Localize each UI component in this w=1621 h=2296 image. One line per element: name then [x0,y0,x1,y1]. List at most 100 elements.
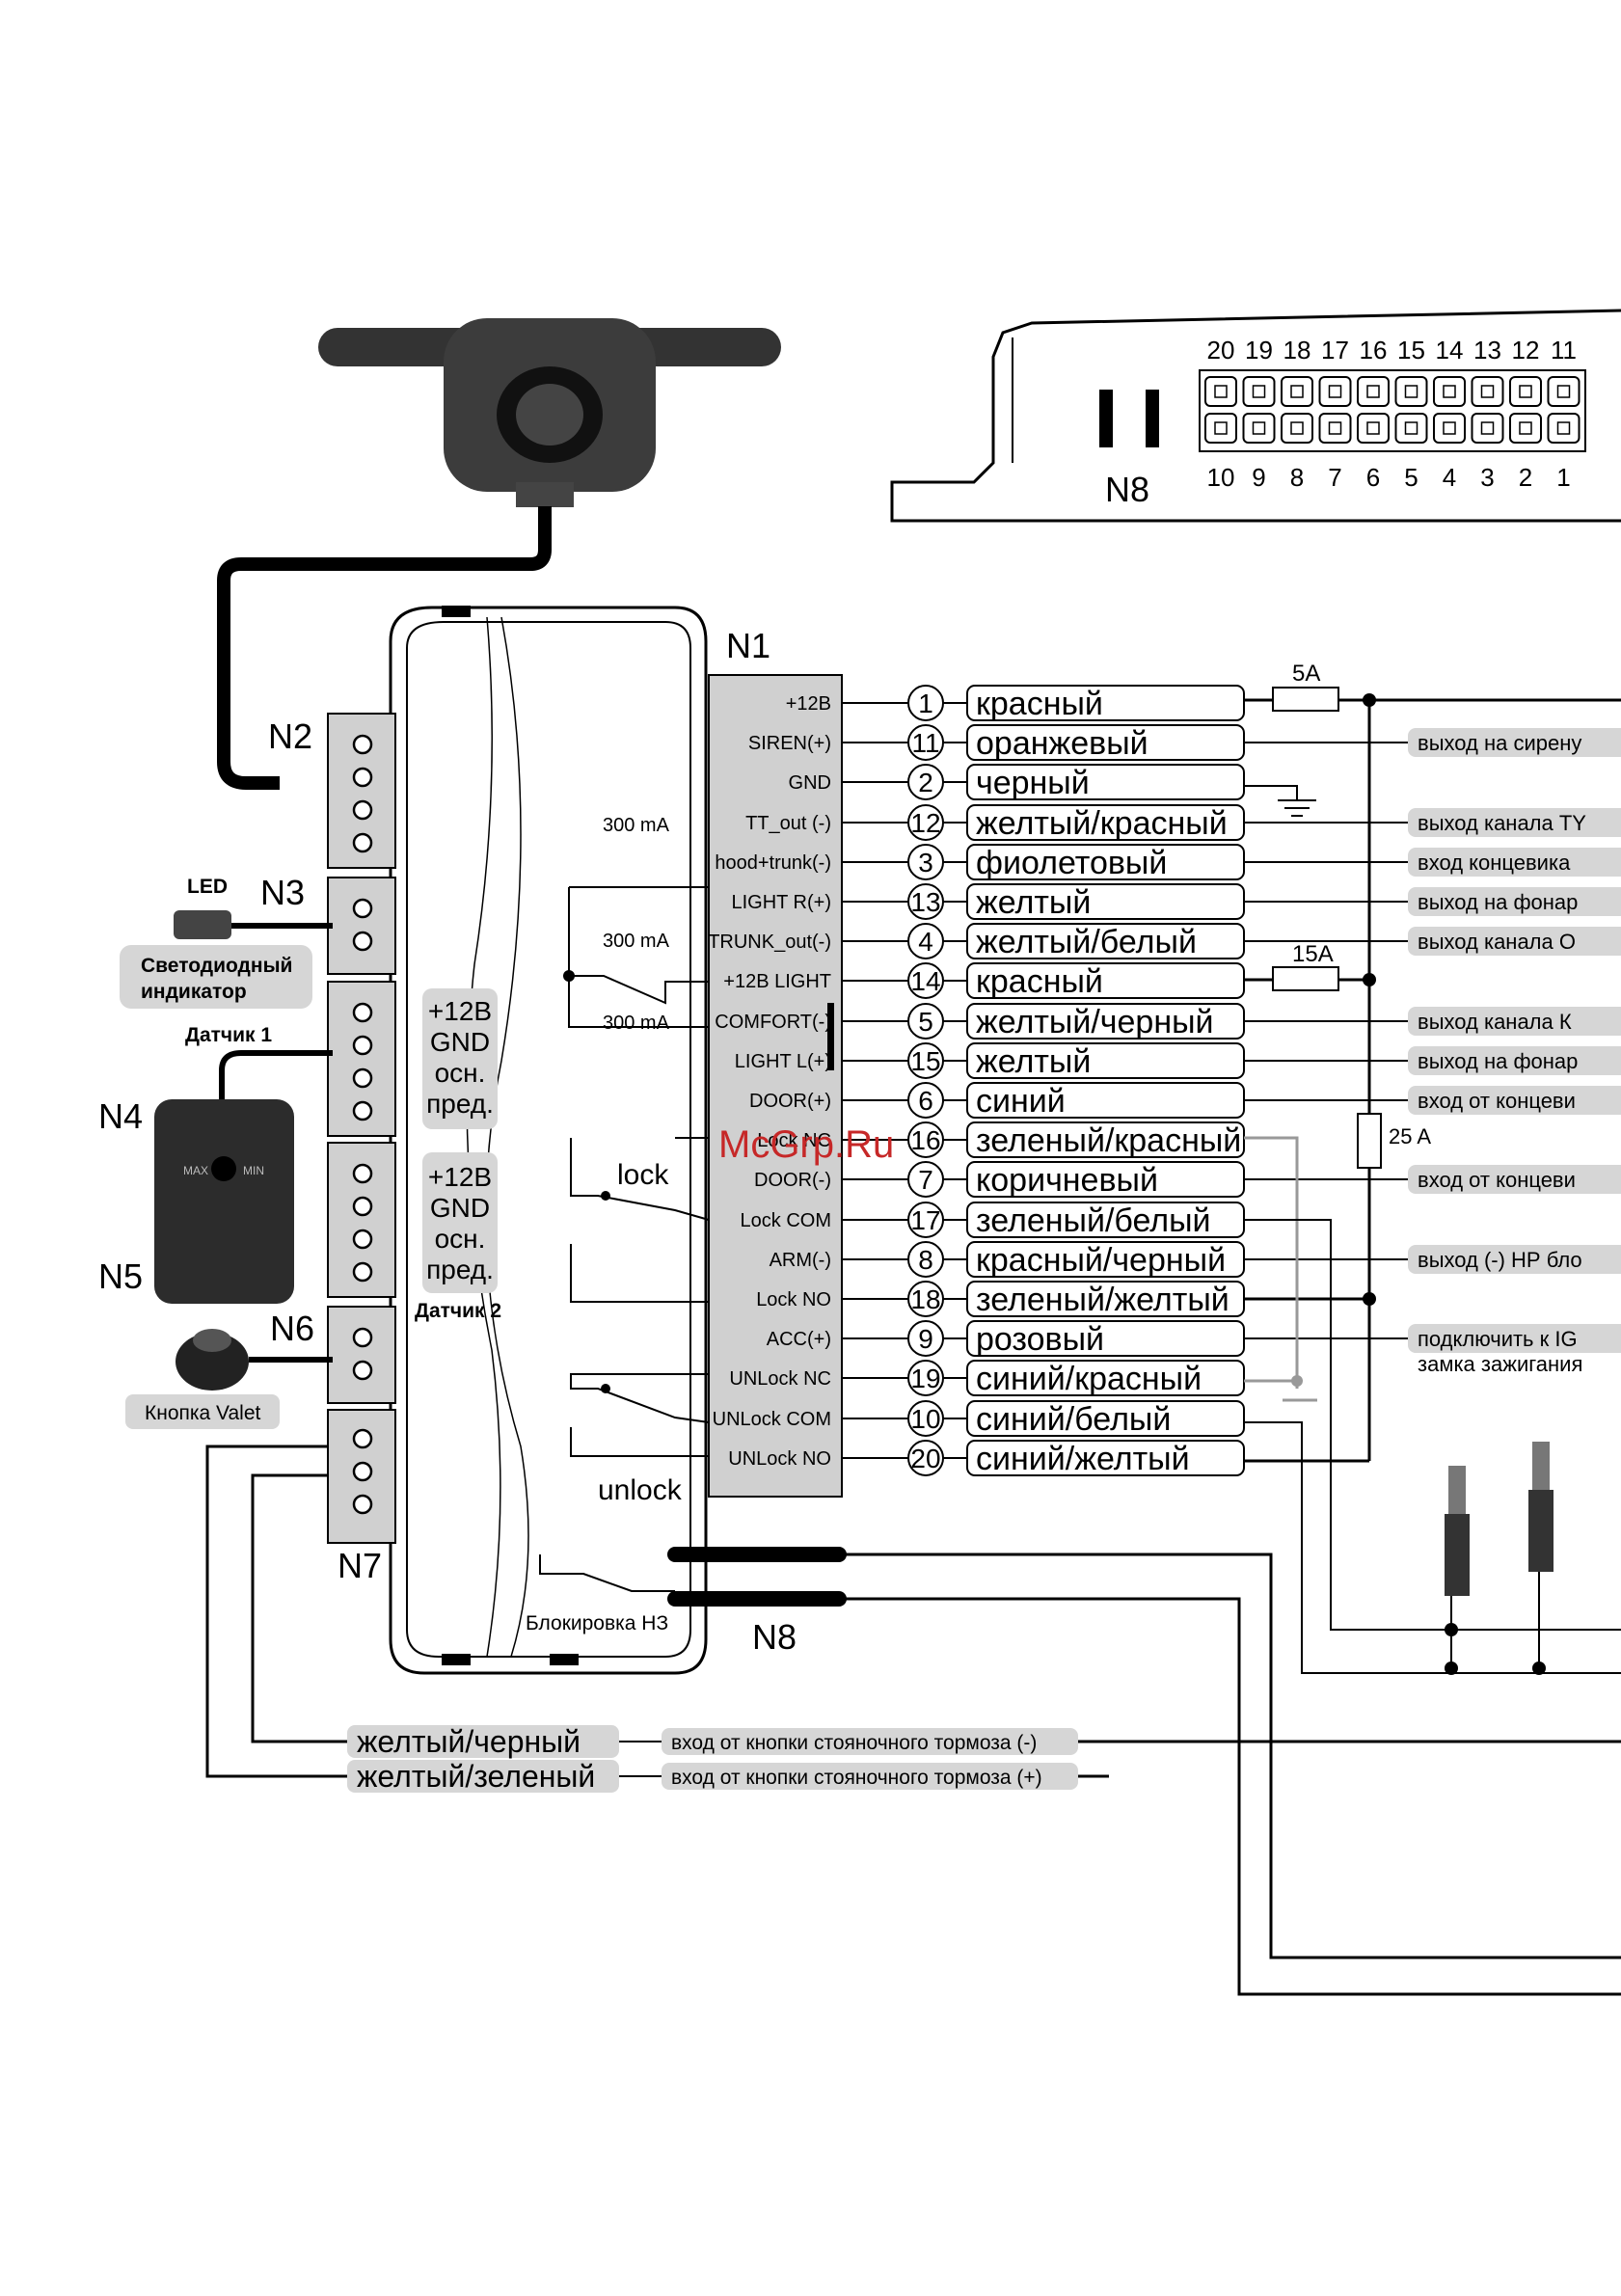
parking-wire-color: желтый/черный [357,1724,581,1759]
sensor-knob-min: MIN [243,1164,264,1177]
sensor-pin-label: осн. [435,1058,486,1088]
n8-bottom-pin-number: 4 [1443,463,1456,492]
wire-color: красный [976,686,1103,722]
n8-bottom-pin-number: 10 [1207,463,1235,492]
n8-pin-socket [1328,385,1342,398]
comfort-bracket [827,1003,834,1070]
parking-wire-description: вход от кнопки стояночного тормоза (-) [671,1732,1037,1754]
wire-color: желтый/черный [976,1004,1214,1040]
desc-box [1408,1086,1621,1115]
gray-ground [1244,1136,1317,1402]
n8-pin-socket [1519,421,1532,435]
wire-description: подключить к IG [1418,1327,1578,1351]
connector-hole [352,832,373,853]
connector-hole [352,1261,373,1283]
fuse-5a [1272,687,1339,712]
n7-label: N7 [338,1546,382,1585]
current-label-1: 300 mA [603,815,670,836]
unlock-relay-label: unlock [598,1474,683,1506]
n8-top-label: N8 [1105,470,1149,509]
pin-number: 13 [910,887,940,917]
n8-pin-socket [1556,385,1571,398]
connector-hole [352,1428,373,1449]
light-relay [563,886,709,1028]
wire-color: черный [976,765,1090,801]
wire-color-box [966,1121,1245,1158]
lock-relay [570,1137,710,1303]
n4-label: N4 [98,1096,143,1136]
fuse-15a [1272,966,1339,991]
parking-desc-box [662,1763,1078,1790]
wire-color: фиолетовый [976,845,1167,881]
n6-block [327,1306,396,1404]
pin-name: hood+trunk(-) [715,852,831,874]
antenna-cable [217,506,552,790]
main-unit-outline [389,606,708,1675]
wire-description: выход на фонар [1418,1049,1578,1073]
wire-color: коричневый [976,1162,1158,1199]
desc-box [1408,1046,1621,1075]
connector-hole [352,898,373,919]
n8-bottom-pin-number: 6 [1366,463,1380,492]
n8-pin-socket [1214,385,1228,398]
wire-color: оранжевый [976,725,1148,762]
pin-name: ARM(-) [770,1250,831,1271]
pin-number: 4 [918,927,933,957]
connector-hole [352,734,373,755]
wire-color-box [966,764,1245,800]
pin-number: 9 [918,1324,933,1354]
n8-pin-socket [1214,421,1228,435]
pin-name: UNLock NC [729,1368,831,1390]
wire-color: красный [976,963,1103,1000]
pin-number: 19 [910,1364,940,1393]
pin-name: DOOR(-) [754,1170,831,1191]
parking-wire-box [347,1725,619,1758]
pin-name: +12B LIGHT [723,971,831,992]
desc-box [1408,1007,1621,1036]
n8-top-pin-number: 18 [1283,336,1311,365]
fuse-25a [1357,1113,1382,1169]
connector-hole [352,1229,373,1250]
connector-hole [352,799,373,821]
connector-holes [352,734,373,1515]
connector-hole [352,1461,373,1482]
wire-description: выход на фонар [1418,890,1578,914]
fuse-25a-label: 25 A [1389,1124,1431,1148]
parking-brake-labels: желтый/черный вход от кнопки стояночного … [347,1724,1078,1794]
n8-pin-socket [1404,385,1418,398]
n8-pin-socket [1328,421,1342,435]
pin-name: TT_out (-) [745,813,831,834]
pin-number: 20 [910,1444,940,1473]
sensor2-pins-badge [422,1152,498,1293]
connector-hole [352,1163,373,1184]
wire-description: выход канала О [1418,930,1576,954]
sensor-pin-label: GND [430,1027,490,1057]
wire-color: розовый [976,1321,1104,1358]
pin-number: 17 [910,1205,940,1235]
pin-number: 6 [918,1086,933,1116]
pin-name: TRUNK_out(-) [708,932,831,953]
desc-box [1408,887,1621,916]
pin-name: Lock NC [757,1130,831,1151]
n8-bottom-pin-number: 7 [1328,463,1341,492]
sensor-pin-label: +12В [428,1162,492,1192]
pin-number: 16 [910,1125,940,1155]
pin-name: LIGHT R(+) [731,892,831,913]
sensor-pin-label: GND [430,1193,490,1223]
n8-bottom-label: N8 [752,1617,797,1657]
n8-pin-socket [1252,421,1266,435]
pin-name: DOOR(+) [749,1091,831,1112]
watermark: McGrp.Ru [718,1123,894,1166]
pin-number: 3 [918,848,933,878]
n8-bottom-pin-number: 3 [1480,463,1494,492]
